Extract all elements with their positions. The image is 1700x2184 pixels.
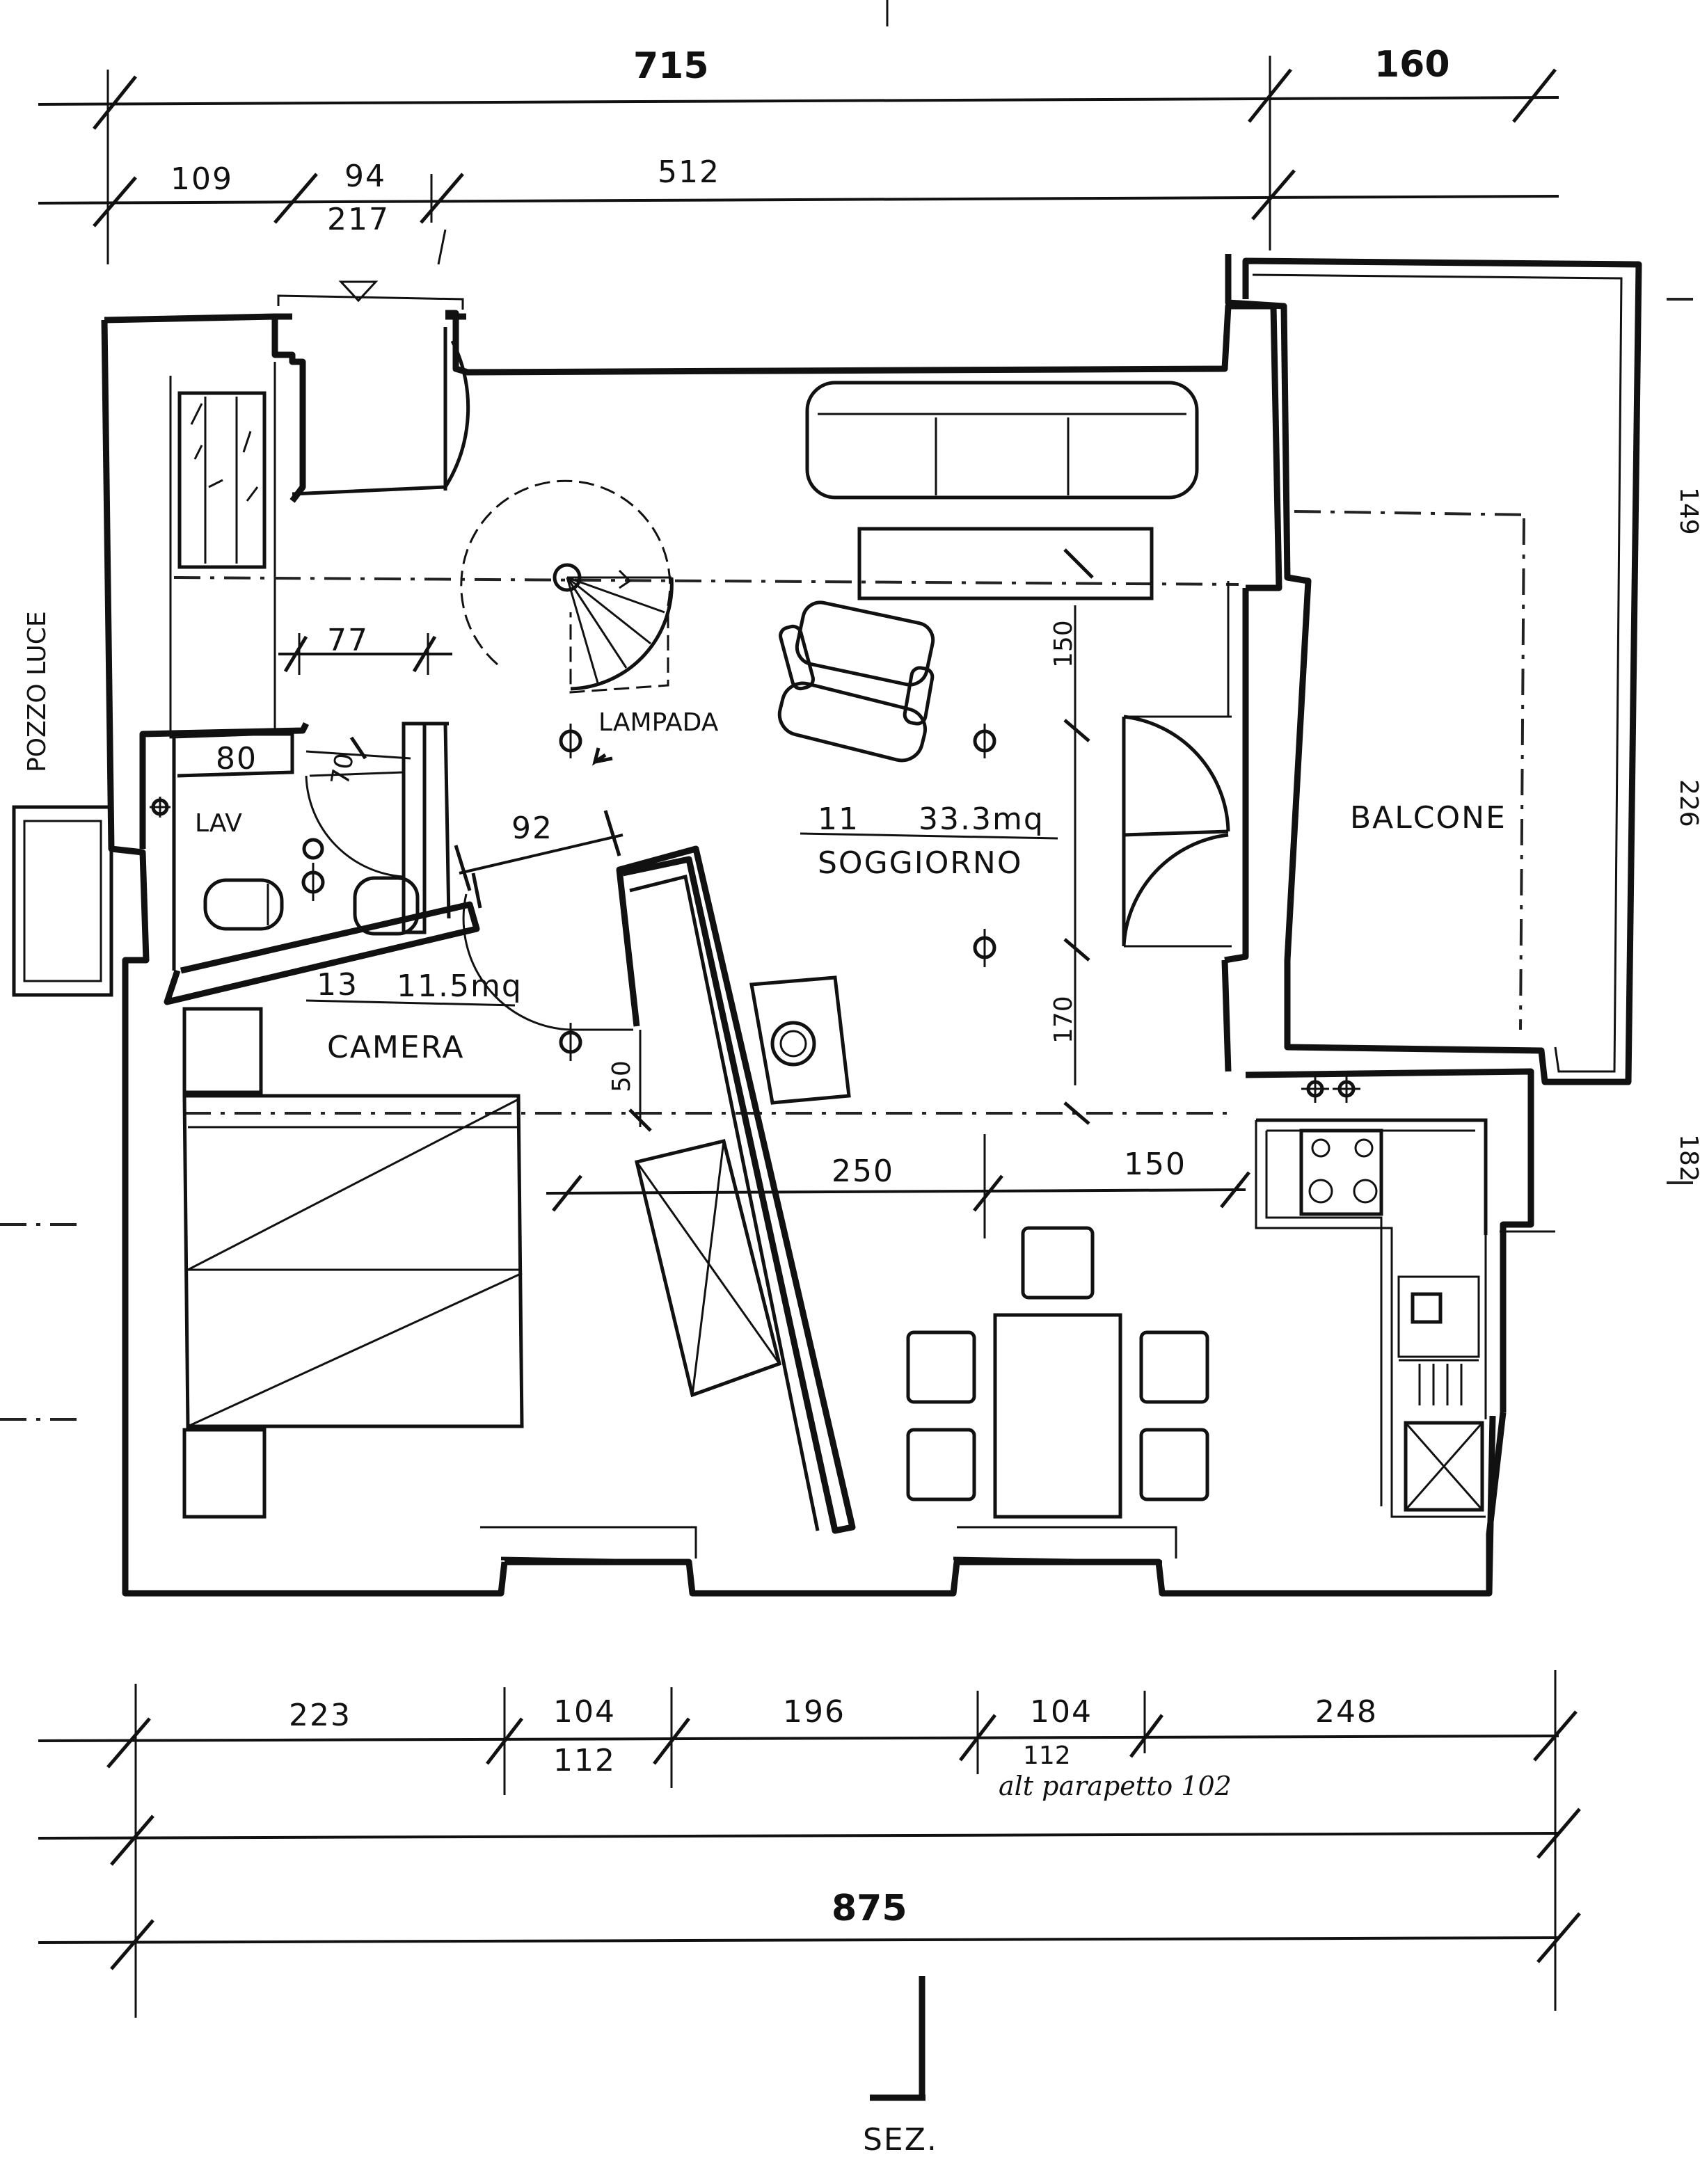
right-edge-fragment: 182 <box>1674 1134 1700 1182</box>
dim-interior-92: 92 <box>511 811 553 846</box>
double-socket-icon <box>1301 1075 1360 1103</box>
dim-77-line <box>278 633 452 675</box>
dim-bottom-112b: 112 <box>1023 1741 1071 1770</box>
dim-interior-70: 70 <box>326 751 359 787</box>
armchair-group <box>777 600 935 763</box>
dim-top-715: 715 <box>633 45 709 87</box>
balcony-label: BALCONE <box>1350 800 1507 836</box>
dim-top-160: 160 <box>1374 44 1450 86</box>
dim-bottom-875: 875 <box>832 1888 907 1929</box>
right-edge-fragment: 226 <box>1674 779 1700 827</box>
dim-top-109: 109 <box>170 161 233 197</box>
ceiling-light-icon <box>973 724 996 758</box>
dining-dim-line <box>546 1134 1250 1238</box>
dim-interior-77: 77 <box>327 623 369 658</box>
skylight-opening <box>634 1138 781 1398</box>
balcony <box>1225 254 1642 1085</box>
dim-interior-150v: 150 <box>1049 620 1078 668</box>
tv-cabinet <box>857 527 1154 600</box>
bottom-dimension-lines <box>38 1670 1581 2101</box>
light-well <box>12 805 113 997</box>
sink-drain-icon <box>302 838 324 860</box>
bedroom-number: 13 <box>317 967 358 1003</box>
wardrobe <box>177 391 267 569</box>
sofa <box>805 381 1199 500</box>
bedroom-name: CAMERA <box>327 1030 464 1065</box>
dim-interior-80: 80 <box>216 741 257 776</box>
dim-70-line <box>305 736 411 760</box>
electric-outlet-icon <box>150 797 170 818</box>
bedroom-dims <box>628 1030 652 1132</box>
kitchen <box>1255 1118 1555 1518</box>
fireplace <box>749 975 851 1105</box>
outer-walls <box>101 303 1534 1597</box>
right-edge-fragment: 149 <box>1674 487 1700 535</box>
dim-bottom-104b: 104 <box>1030 1694 1093 1730</box>
lamp-arrow-icon <box>592 747 613 766</box>
living-area: 33.3mq <box>919 802 1044 837</box>
bedroom-door <box>454 810 633 1031</box>
spiral-staircase <box>460 479 674 694</box>
dining-table-set <box>906 1226 1209 1519</box>
ceiling-light-icon <box>559 724 582 758</box>
entrance-door <box>277 280 470 496</box>
ceiling-light-icon <box>973 929 996 967</box>
dim-top-217: 217 <box>327 202 390 237</box>
dim-top-94: 94 <box>344 159 386 194</box>
dim-top-512: 512 <box>658 154 720 190</box>
bathroom <box>139 722 480 1005</box>
ceiling-lights <box>301 724 996 1061</box>
section-lines <box>0 298 1700 1421</box>
partition-wall-diagonal <box>616 845 856 1534</box>
living-number: 11 <box>818 802 859 837</box>
living-name: SOGGIORNO <box>818 845 1022 881</box>
sink-label: LAV <box>195 809 242 838</box>
dim-bottom-196: 196 <box>783 1694 845 1730</box>
top-dimension-lines <box>38 0 1559 265</box>
living-dims <box>1063 605 1090 1125</box>
balcony-french-door <box>1122 581 1232 948</box>
bedroom-underline <box>305 999 516 1007</box>
ceiling-light-icon <box>301 863 325 901</box>
light-well-label: POZZO LUCE <box>23 611 51 772</box>
parapet-note: alt parapetto 102 <box>999 1771 1232 1801</box>
dim-interior-250: 250 <box>832 1154 894 1189</box>
dim-bottom-104a: 104 <box>553 1694 616 1730</box>
dim-bottom-248: 248 <box>1315 1694 1378 1730</box>
dim-interior-170: 170 <box>1049 996 1078 1044</box>
lamp-label: LAMPADA <box>598 708 719 737</box>
dim-bottom-112a: 112 <box>553 1743 616 1778</box>
bedroom-area: 11.5mq <box>397 969 523 1004</box>
dim-interior-150h: 150 <box>1124 1147 1186 1182</box>
living-underline <box>800 832 1058 840</box>
dim-bottom-223: 223 <box>289 1698 351 1733</box>
bedroom-furniture <box>182 1007 524 1519</box>
dim-interior-50: 50 <box>607 1060 636 1092</box>
section-label: SEZ. <box>863 2122 938 2158</box>
